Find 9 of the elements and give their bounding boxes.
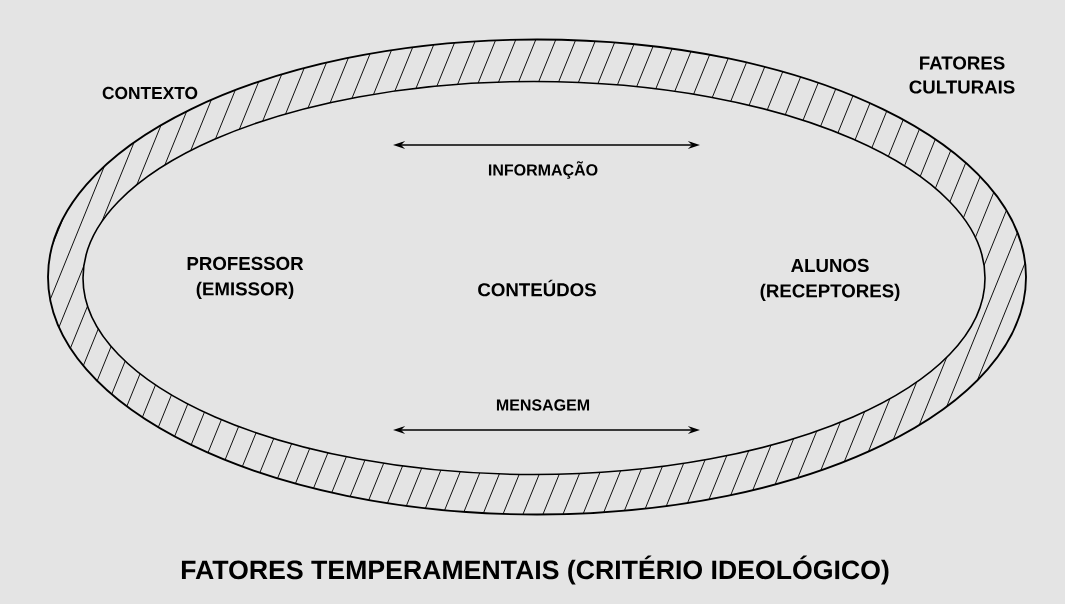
hatched-ellipse	[47, 38, 1027, 516]
text-label: FATORES CULTURAIS	[909, 56, 1015, 94]
node-label: PROFESSOR (EMISSOR)	[187, 256, 304, 300]
node-label: CONTEÚDOS	[478, 279, 596, 297]
text-label: CONTEXTO	[102, 86, 198, 100]
text-label: MENSAGEM	[496, 399, 590, 411]
node-label: ALUNOS (RECEPTORES)	[760, 258, 900, 302]
text-label: INFORMAÇÃO	[488, 161, 598, 179]
text-label: FATORES TEMPERAMENTAIS (CRITÉRIO IDEOLÓGICO)	[181, 555, 889, 585]
